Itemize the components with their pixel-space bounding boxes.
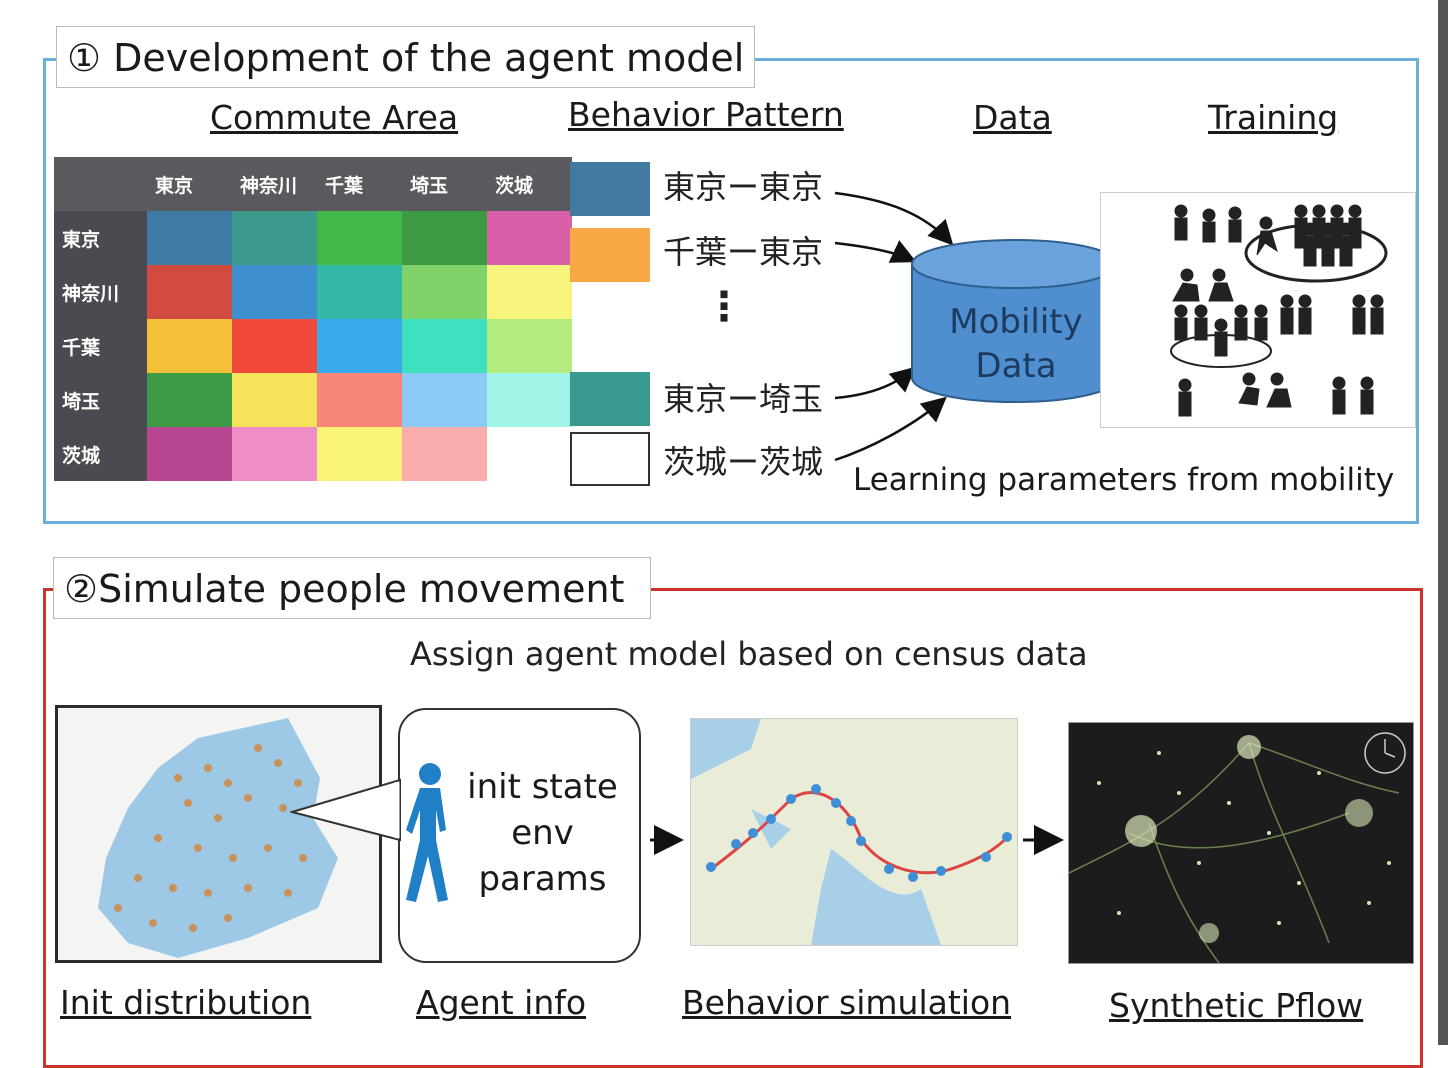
matrix-row-label: 埼玉 <box>54 373 147 427</box>
behavior-pattern-heading: Behavior Pattern <box>568 95 844 134</box>
matrix-cell <box>402 427 487 481</box>
training-heading: Training <box>1208 98 1339 137</box>
clock-icon <box>1364 732 1406 774</box>
matrix-cell <box>232 211 317 265</box>
pattern-label: 東京ー埼玉 <box>663 380 824 418</box>
matrix-col-label: 千葉 <box>317 157 402 211</box>
matrix-cell <box>147 265 232 319</box>
matrix-cell <box>232 373 317 427</box>
matrix-cell <box>147 319 232 373</box>
init-distribution-map <box>55 705 382 963</box>
matrix-row: 東京 <box>54 211 572 265</box>
agent-info-caption: Agent info <box>416 983 587 1022</box>
matrix-cell <box>487 319 572 373</box>
matrix-col-label: 茨城 <box>487 157 572 211</box>
route-map <box>691 719 1013 945</box>
matrix-cell <box>147 427 232 481</box>
matrix-cell <box>487 265 572 319</box>
matrix-header-row: 東京 神奈川 千葉 埼玉 茨城 <box>54 157 572 211</box>
matrix-row-label: 東京 <box>54 211 147 265</box>
matrix-cell <box>232 265 317 319</box>
agent-info-line: init state <box>467 767 618 807</box>
matrix-row-label: 千葉 <box>54 319 147 373</box>
matrix-cell <box>147 211 232 265</box>
init-distribution-caption: Init distribution <box>60 983 312 1022</box>
matrix-col-label: 東京 <box>147 157 232 211</box>
behavior-simulation-caption: Behavior simulation <box>682 983 1012 1022</box>
right-edge-bar <box>1438 0 1448 1045</box>
matrix-row: 茨城 <box>54 427 572 481</box>
agent-info-line: env <box>511 813 574 853</box>
section1-title: ① Development of the agent model <box>56 26 756 88</box>
pattern-label: 東京ー東京 <box>663 168 824 206</box>
matrix-corner <box>54 157 147 211</box>
matrix-row-label: 茨城 <box>54 427 147 481</box>
data-heading: Data <box>973 98 1052 137</box>
night-light-map <box>1069 732 1406 963</box>
matrix-cell <box>487 427 572 481</box>
synthetic-pflow-caption: Synthetic Pflow <box>1109 986 1364 1025</box>
matrix-cell <box>317 319 402 373</box>
behavior-simulation-map <box>690 718 1018 946</box>
agent-info-lines: init state env params <box>460 764 625 902</box>
arrow-path <box>834 240 917 263</box>
mobility-label-line: Mobility <box>949 302 1083 342</box>
matrix-row: 千葉 <box>54 319 572 373</box>
agent-info-line: params <box>478 859 607 899</box>
population-scatter <box>98 718 338 958</box>
mobility-label-line: Data <box>975 346 1057 386</box>
people-crowd-icon <box>1170 204 1388 417</box>
training-image <box>1100 192 1416 428</box>
matrix-row-label: 神奈川 <box>54 265 147 319</box>
matrix-col-label: 神奈川 <box>232 157 317 211</box>
learning-note: Learning parameters from mobility <box>853 462 1395 498</box>
matrix-cell <box>402 319 487 373</box>
census-subtitle: Assign agent model based on census data <box>410 635 1088 673</box>
matrix-cell <box>487 211 572 265</box>
matrix-cell <box>232 319 317 373</box>
commute-area-heading: Commute Area <box>210 98 459 137</box>
pattern-swatch <box>570 372 650 426</box>
section2-title: ②Simulate people movement <box>53 557 651 619</box>
arrow-path <box>834 191 954 246</box>
mobility-data-label: Mobility Data <box>906 300 1126 388</box>
pattern-label: 千葉ー東京 <box>663 233 824 271</box>
matrix-cell <box>317 427 402 481</box>
synthetic-pflow-image <box>1068 722 1414 964</box>
matrix-cell <box>317 373 402 427</box>
matrix-cell <box>147 373 232 427</box>
matrix-cell <box>402 265 487 319</box>
pattern-swatch <box>570 432 650 486</box>
callout-pointer <box>290 778 401 842</box>
matrix-row: 埼玉 <box>54 373 572 427</box>
matrix-row: 神奈川 <box>54 265 572 319</box>
matrix-cell <box>487 373 572 427</box>
matrix-cell <box>402 373 487 427</box>
matrix-cell <box>232 427 317 481</box>
commute-area-matrix: 東京 神奈川 千葉 埼玉 茨城 東京 神奈川 千葉 埼玉 茨城 <box>54 157 572 481</box>
matrix-col-label: 埼玉 <box>402 157 487 211</box>
pattern-swatch <box>570 228 650 282</box>
matrix-cell <box>317 211 402 265</box>
arrow-path <box>834 366 916 400</box>
pattern-swatch <box>570 162 650 216</box>
arrow-path <box>834 396 947 462</box>
agent-info-box <box>398 708 641 963</box>
matrix-cell <box>402 211 487 265</box>
walking-person-icon <box>406 763 448 902</box>
matrix-cell <box>317 265 402 319</box>
pattern-label: 茨城ー茨城 <box>663 443 824 481</box>
mobility-database-icon <box>911 239 1119 403</box>
